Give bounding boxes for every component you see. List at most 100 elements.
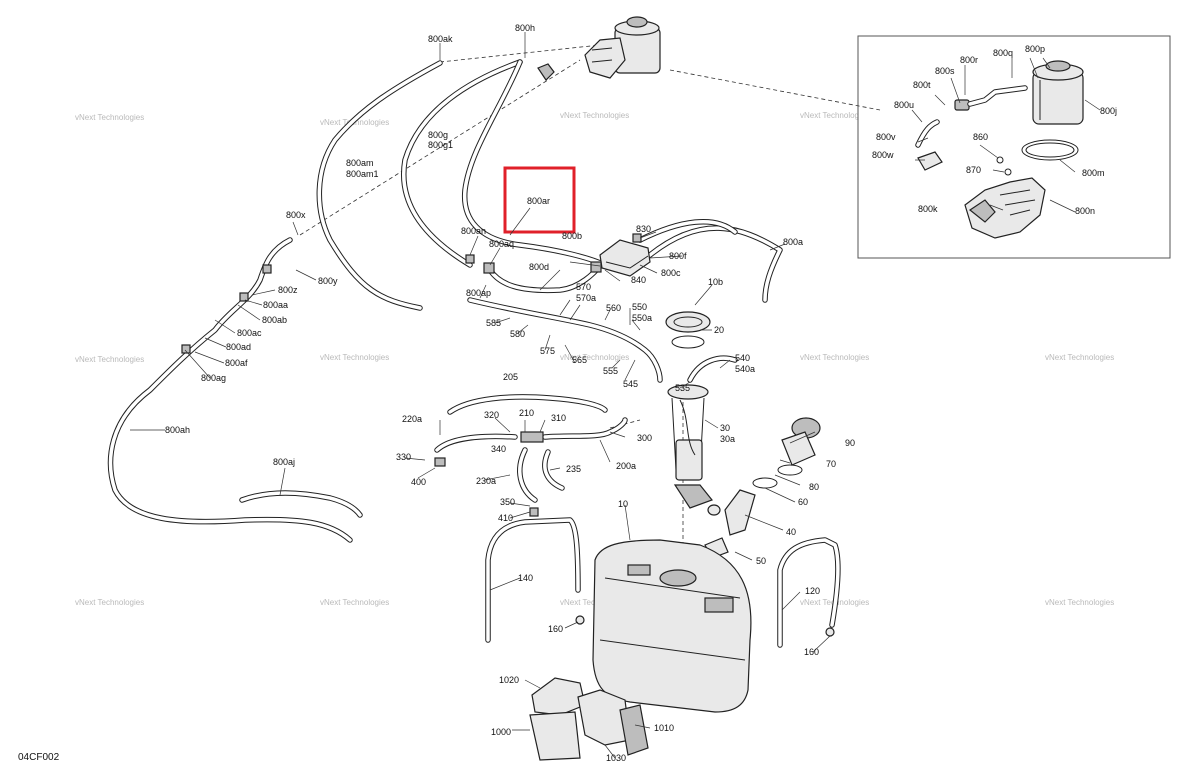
callout-230a: 230a bbox=[476, 476, 496, 486]
callout-800ad: 800ad bbox=[226, 342, 251, 352]
callout-120: 120 bbox=[805, 586, 820, 596]
callout-565: 565 bbox=[572, 355, 587, 365]
callout-80: 80 bbox=[809, 482, 819, 492]
callout-840: 840 bbox=[631, 275, 646, 285]
callout-800v: 800v bbox=[876, 132, 896, 142]
callout-labels: 800ak800h800g800g1800am800am1800x800an80… bbox=[165, 23, 1117, 763]
callout-30: 30 bbox=[720, 423, 730, 433]
vent-hoses bbox=[107, 59, 783, 543]
callout-560: 560 bbox=[606, 303, 621, 313]
skid-plates bbox=[529, 677, 649, 761]
callout-800ar-highlighted: 800ar bbox=[527, 196, 550, 206]
callout-800an: 800an bbox=[461, 226, 486, 236]
callout-20: 20 bbox=[714, 325, 724, 335]
callout-60: 60 bbox=[798, 497, 808, 507]
callout-800aa: 800aa bbox=[263, 300, 288, 310]
watermark-text: vNext Technologies bbox=[800, 111, 869, 120]
inset-detail bbox=[857, 35, 1171, 259]
callout-340: 340 bbox=[491, 444, 506, 454]
callout-800n: 800n bbox=[1075, 206, 1095, 216]
callout-1010: 1010 bbox=[654, 723, 674, 733]
watermark-text: vNext Technologies bbox=[1045, 353, 1114, 362]
callout-800y: 800y bbox=[318, 276, 338, 286]
fuel-pump-module bbox=[665, 311, 713, 509]
connector-800h bbox=[537, 63, 555, 81]
callout-800d: 800d bbox=[529, 262, 549, 272]
callout-860: 860 bbox=[973, 132, 988, 142]
callout-10b: 10b bbox=[708, 277, 723, 287]
callout-330: 330 bbox=[396, 452, 411, 462]
callout-800g: 800g bbox=[428, 130, 448, 140]
callout-800r: 800r bbox=[960, 55, 978, 65]
watermark-text: vNext Technologies bbox=[560, 111, 629, 120]
callout-800q: 800q bbox=[993, 48, 1013, 58]
callout-800ap: 800ap bbox=[466, 288, 491, 298]
callout-140: 140 bbox=[518, 573, 533, 583]
callout-30a: 30a bbox=[720, 434, 735, 444]
watermark-text: vNext Technologies bbox=[560, 353, 629, 362]
callout-800m: 800m bbox=[1082, 168, 1105, 178]
inset-valve bbox=[954, 99, 970, 111]
callout-160b: 160 bbox=[804, 647, 819, 657]
callout-800c: 800c bbox=[661, 268, 681, 278]
callout-800f: 800f bbox=[669, 251, 687, 261]
callout-555: 555 bbox=[603, 366, 618, 376]
watermark-text: vNext Technologies bbox=[75, 113, 144, 122]
callout-800w: 800w bbox=[872, 150, 894, 160]
callout-350: 350 bbox=[500, 497, 515, 507]
callout-235: 235 bbox=[566, 464, 581, 474]
watermark-text: vNext Technologies bbox=[320, 598, 389, 607]
callout-160a: 160 bbox=[548, 624, 563, 634]
callout-800ak: 800ak bbox=[428, 34, 453, 44]
callout-575: 575 bbox=[540, 346, 555, 356]
filler-neck-parts bbox=[704, 417, 821, 559]
callout-800u: 800u bbox=[894, 100, 914, 110]
callout-800g1: 800g1 bbox=[428, 140, 453, 150]
callout-800ab: 800ab bbox=[262, 315, 287, 325]
inset-bracket bbox=[964, 177, 1046, 239]
callout-400: 400 bbox=[411, 477, 426, 487]
callout-580: 580 bbox=[510, 329, 525, 339]
callout-300: 300 bbox=[637, 433, 652, 443]
callout-1030: 1030 bbox=[606, 753, 626, 763]
callout-800x: 800x bbox=[286, 210, 306, 220]
callout-800b: 800b bbox=[562, 231, 582, 241]
callout-410: 410 bbox=[498, 513, 513, 523]
highlight-box bbox=[503, 166, 576, 234]
callout-535: 535 bbox=[675, 383, 690, 393]
callout-1020: 1020 bbox=[499, 675, 519, 685]
callout-550a: 550a bbox=[632, 313, 652, 323]
callout-550: 550 bbox=[632, 302, 647, 312]
callout-540a: 540a bbox=[735, 364, 755, 374]
dashed-link bbox=[299, 59, 581, 236]
callout-800af: 800af bbox=[225, 358, 248, 368]
inset-clamp bbox=[1021, 139, 1079, 161]
callout-220a: 220a bbox=[402, 414, 422, 424]
fittings bbox=[181, 233, 835, 637]
callout-585: 585 bbox=[486, 318, 501, 328]
callout-545: 545 bbox=[623, 379, 638, 389]
callout-40: 40 bbox=[786, 527, 796, 537]
callout-570: 570 bbox=[576, 282, 591, 292]
inset-valve-w bbox=[917, 151, 943, 171]
callout-200a: 200a bbox=[616, 461, 636, 471]
callout-1000: 1000 bbox=[491, 727, 511, 737]
callout-10: 10 bbox=[618, 499, 628, 509]
fuel-tank bbox=[592, 539, 752, 713]
callout-800a: 800a bbox=[783, 237, 803, 247]
callout-800p: 800p bbox=[1025, 44, 1045, 54]
callout-800aj: 800aj bbox=[273, 457, 295, 467]
callout-800t: 800t bbox=[913, 80, 931, 90]
callout-570a: 570a bbox=[576, 293, 596, 303]
watermark-text: vNext Technologies bbox=[800, 353, 869, 362]
callout-800j: 800j bbox=[1100, 106, 1117, 116]
callout-540: 540 bbox=[735, 353, 750, 363]
callout-800ac: 800ac bbox=[237, 328, 262, 338]
watermark-text: vNext Technologies bbox=[75, 355, 144, 364]
callout-90: 90 bbox=[845, 438, 855, 448]
callout-50: 50 bbox=[756, 556, 766, 566]
callout-310: 310 bbox=[551, 413, 566, 423]
callout-800am: 800am bbox=[346, 158, 374, 168]
